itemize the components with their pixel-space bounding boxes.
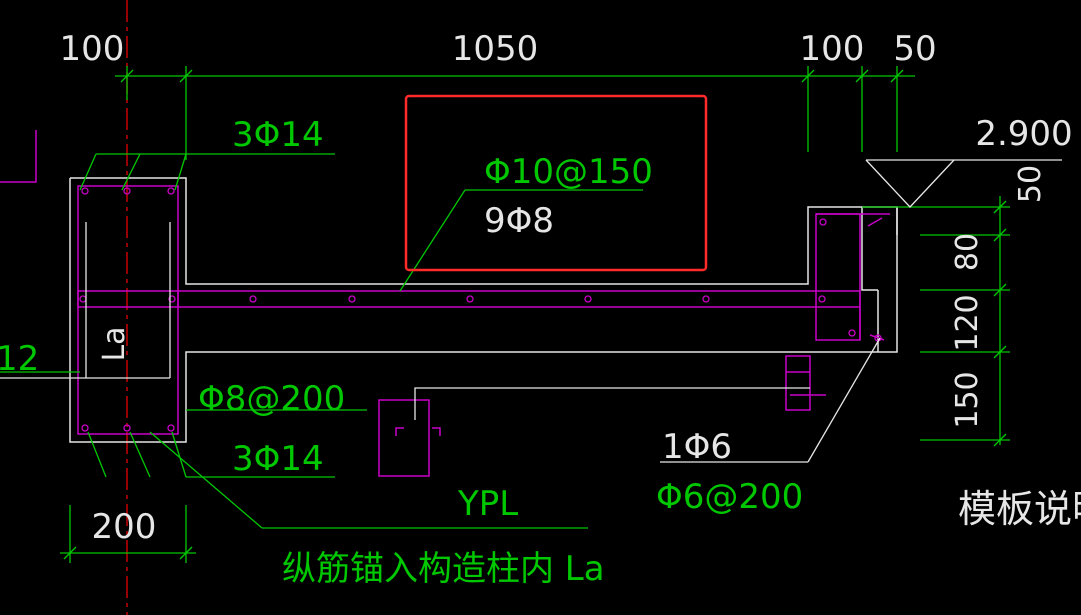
dim-right-120: 120 xyxy=(950,294,985,351)
label-left-cut: 12 xyxy=(0,339,39,379)
vertical-dim-texts: 50 80 120 150 La xyxy=(97,165,1048,429)
dim-top-1050: 1050 xyxy=(452,29,539,69)
dim-bottom-200: 200 xyxy=(92,507,157,547)
dim-right-80: 80 xyxy=(950,233,985,271)
dim-right-150: 150 xyxy=(950,371,985,428)
highlight-box[interactable] xyxy=(404,94,708,272)
left-edge-fragment xyxy=(0,130,37,183)
dimension-texts: 100 1050 100 50 200 2.900 xyxy=(60,29,1073,547)
label-ypl: YPL xyxy=(457,484,518,524)
label-col-top-rebar: 3Φ14 xyxy=(232,115,324,155)
dim-right-50: 50 xyxy=(1013,165,1048,203)
label-template-note: 模板说明 xyxy=(958,487,1081,531)
dim-top-100-right: 100 xyxy=(800,29,865,69)
white-labels: 9Φ8 1Φ6 模板说明 xyxy=(484,201,1081,531)
label-slab-bars: 9Φ8 xyxy=(484,201,554,241)
label-col-bottom-rebar: 3Φ14 xyxy=(232,439,324,479)
dim-top-50: 50 xyxy=(893,29,936,69)
elevation-value: 2.900 xyxy=(975,114,1072,154)
label-anchor-note: 纵筋锚入构造柱内 La xyxy=(282,549,605,589)
label-distribution-bar: Φ10@150 xyxy=(484,152,653,192)
anchor-length-lines xyxy=(0,222,171,379)
la-label: La xyxy=(97,326,132,361)
label-edge-bar: 1Φ6 xyxy=(662,427,732,467)
rebar-group xyxy=(77,185,890,477)
elevation-marker xyxy=(865,159,1062,208)
detail-leaders xyxy=(414,337,881,463)
dim-top-100-left: 100 xyxy=(60,29,125,69)
label-col-stirrup: Φ8@200 xyxy=(198,379,345,419)
label-edge-stirrup: Φ6@200 xyxy=(656,477,803,517)
rebar-labels: 3Φ14 Φ10@150 Φ8@200 3Φ14 YPL Φ6@200 纵筋锚入… xyxy=(0,115,803,589)
dimension-lines xyxy=(0,66,1010,563)
